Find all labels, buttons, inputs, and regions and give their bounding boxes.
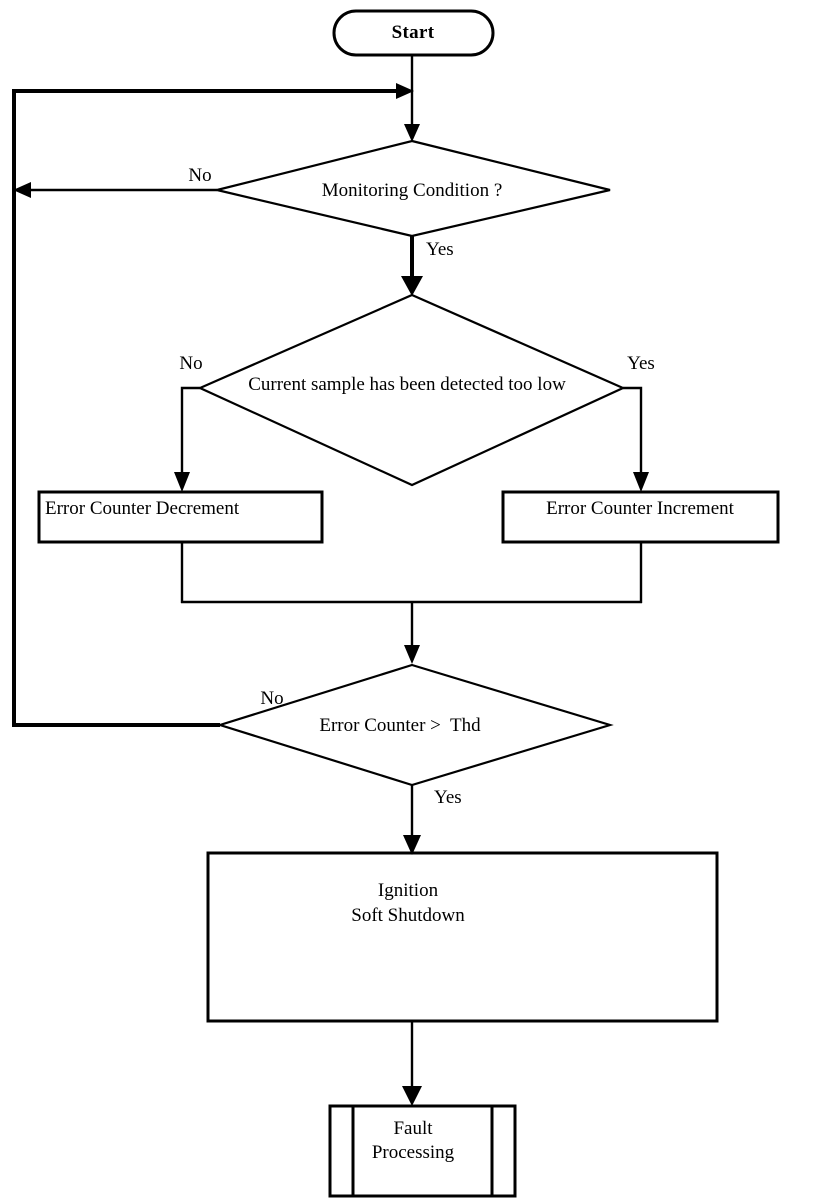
node-sample-low-shape xyxy=(197,293,626,487)
node-increment-shape xyxy=(501,490,780,544)
edge-sample-no-path xyxy=(180,386,200,478)
branch-label-sample-yes: Yes xyxy=(627,353,655,374)
node-decrement-shape xyxy=(37,490,324,544)
arrowhead-into-fault xyxy=(402,1086,422,1106)
branch-label-monitoring-no: No xyxy=(188,165,212,186)
node-ignition-label-line1: Ignition xyxy=(377,880,439,901)
arrowhead-monitoring-no-left xyxy=(13,182,31,198)
arrowhead-loopback-right xyxy=(396,83,414,99)
edge-sample-yes-path xyxy=(623,386,643,478)
node-threshold-label: Error Counter > Thd xyxy=(319,715,481,736)
node-threshold-shape xyxy=(216,663,614,787)
node-fault-shape xyxy=(328,1104,517,1198)
node-start-shape xyxy=(332,9,495,57)
node-ignition-label-line2: Soft Shutdown xyxy=(351,905,465,926)
arrowhead-into-sample-low xyxy=(401,276,423,296)
node-sample-low-label: Current sample has been detected too low xyxy=(248,374,566,395)
node-fault-label-line1: Fault xyxy=(393,1118,433,1139)
branch-label-threshold-no: No xyxy=(260,688,284,709)
node-start-label: Start xyxy=(391,22,435,43)
node-monitoring-label: Monitoring Condition ? xyxy=(321,180,503,201)
arrowhead-into-monitoring xyxy=(404,124,420,142)
arrowhead-into-ignition xyxy=(403,835,421,855)
node-decrement-label: Error Counter Decrement xyxy=(45,498,240,519)
arrowhead-into-decrement xyxy=(174,472,190,492)
branch-label-monitoring-yes: Yes xyxy=(426,239,454,260)
node-fault-label-line2: Processing xyxy=(371,1142,455,1163)
arrowhead-into-increment xyxy=(633,472,649,492)
node-increment-label: Error Counter Increment xyxy=(546,498,734,519)
node-monitoring-shape xyxy=(216,139,611,238)
arrowhead-into-threshold xyxy=(404,645,420,664)
branch-label-threshold-yes: Yes xyxy=(434,787,462,808)
node-ignition-shape xyxy=(206,851,719,1023)
branch-label-sample-no: No xyxy=(179,353,203,374)
